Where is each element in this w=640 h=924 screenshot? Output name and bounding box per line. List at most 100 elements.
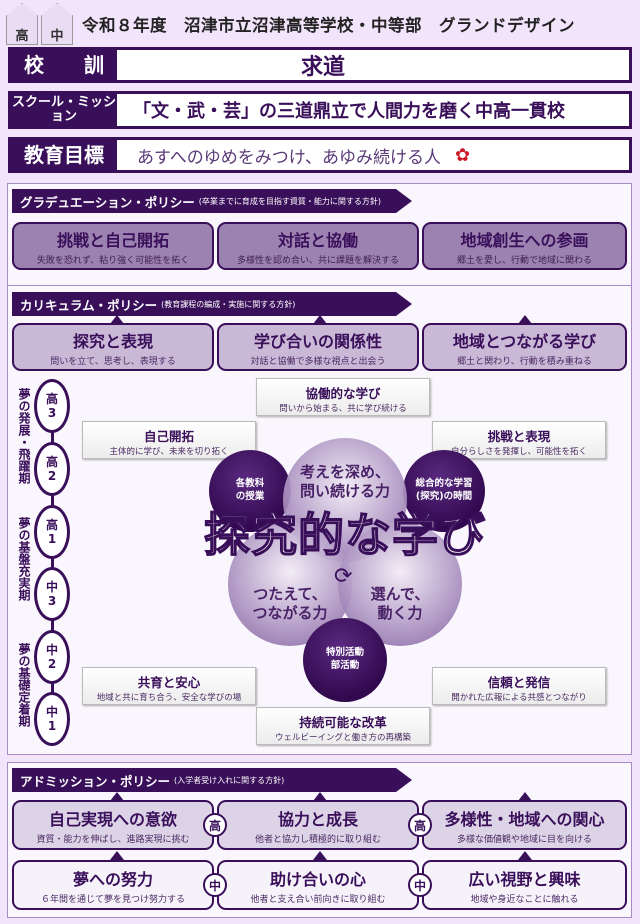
arrow-up-icon bbox=[110, 792, 124, 801]
goal-row: 教育目標 あすへのゆめをみつけ、あゆみ続ける人 ✿ bbox=[8, 137, 632, 173]
arrow-up-icon bbox=[313, 792, 327, 801]
box-title: 挑戦と表現 bbox=[487, 429, 551, 444]
card-sub: 対話と協働で多様な視点と出会う bbox=[250, 356, 386, 367]
banner-title: カリキュラム・ポリシー bbox=[20, 297, 158, 313]
junior-school-tag: 中 bbox=[203, 873, 227, 897]
circle-integrated-study: 総合的な学習 (探究)の時間 bbox=[403, 450, 485, 532]
grade-oval: 高 2 bbox=[34, 442, 70, 496]
box-co-education: 共育と安心地域と共に育ち合う、安全な学びの場 bbox=[82, 667, 256, 705]
admission-high-card: 協力と成長他者と協力し積極的に取り組む bbox=[217, 800, 419, 850]
card-sub: 多様な価値観や地域に目を向ける bbox=[456, 834, 592, 845]
box-title: 自己開拓 bbox=[143, 429, 194, 444]
card-title: 地域創生への参画 bbox=[460, 230, 589, 250]
card-sub: 問いを立て、思考し、表現する bbox=[50, 356, 176, 367]
arrow-up-icon bbox=[313, 851, 327, 860]
admission-junior-card: 助け合いの心他者と支え合い前向きに取り組む bbox=[217, 860, 419, 910]
arrow-up-icon bbox=[110, 851, 124, 860]
box-sub: 開かれた広報による共感とつながり bbox=[451, 693, 587, 703]
box-sub: 問いから始まる、共に学び続ける bbox=[279, 404, 407, 414]
grade-oval: 中 1 bbox=[34, 692, 70, 746]
timeline-line bbox=[51, 400, 54, 730]
logo-label: 中 bbox=[50, 29, 64, 44]
card-title: 対話と協働 bbox=[277, 230, 358, 250]
banner-note: (入学者受け入れに関する方針) bbox=[174, 775, 285, 785]
grade-oval: 高 1 bbox=[34, 505, 70, 559]
card-sub: ６年間を通じて夢を見つけ努力する bbox=[40, 894, 185, 905]
mission-row: スクール・ミッション 「文・武・芸」の三道鼎立で人間力を磨く中高一貫校 bbox=[8, 91, 632, 129]
banner-title: アドミッション・ポリシー bbox=[20, 773, 171, 789]
card-sub: 地域や身近なことに触れる bbox=[470, 894, 579, 905]
card-title: 地域とつながる学び bbox=[452, 331, 597, 351]
grade-oval: 中 3 bbox=[34, 567, 70, 621]
circle-subjects: 各教科 の授業 bbox=[209, 450, 291, 532]
admission-junior-card: 広い視野と興味地域や身近なことに触れる bbox=[422, 860, 627, 910]
admission-junior-card: 夢への努力 ６年間を通じて夢を見つけ努力する bbox=[12, 860, 214, 910]
box-title: 協働的な学び bbox=[305, 386, 381, 401]
card-title: 自己実現への意欲 bbox=[48, 809, 177, 829]
mission-label: スクール・ミッション bbox=[11, 94, 116, 124]
arrow-up-icon bbox=[518, 851, 532, 860]
card-sub: 失敗を恐れず、粘り強く可能性を拓く bbox=[36, 255, 190, 266]
grade-oval: 中 2 bbox=[34, 630, 70, 684]
banner-note: (教育課程の編成・実施に関する方針) bbox=[161, 299, 296, 309]
card-sub: 他者と支え合い前向きに取り組む bbox=[250, 894, 386, 905]
box-sub: ウェルビーイングと働き方の再構築 bbox=[274, 733, 411, 743]
card-title: 助け合いの心 bbox=[269, 869, 366, 889]
admission-policy-banner: アドミッション・ポリシー(入学者受け入れに関する方針) bbox=[12, 768, 412, 792]
graduation-card: 対話と協働多様性を認め合い、共に課題を解決する bbox=[217, 222, 419, 270]
stage-label: 夢の発展・飛躍期 bbox=[17, 388, 31, 484]
curriculum-card: 地域とつながる学び郷土と関わり、行動を積み重ねる bbox=[422, 323, 627, 371]
arrow-up-icon bbox=[110, 315, 124, 324]
card-sub: 郷土と関わり、行動を積み重ねる bbox=[457, 356, 592, 367]
arrow-up-icon bbox=[313, 315, 327, 324]
box-sub: 自分らしさを発揮し、可能性を拓く bbox=[450, 447, 587, 457]
card-sub: 他者と協力し積極的に取り組む bbox=[254, 834, 381, 845]
admission-high-card: 多様性・地域への関心多様な価値観や地域に目を向ける bbox=[422, 800, 627, 850]
motto-row: 校 訓 求道 bbox=[8, 47, 632, 83]
high-school-tag: 高 bbox=[408, 813, 432, 837]
card-title: 学び合いの関係性 bbox=[253, 331, 382, 351]
box-title: 信頼と発信 bbox=[487, 675, 551, 690]
box-sub: 地域と共に育ち合う、安全な学びの場 bbox=[96, 693, 242, 703]
card-title: 夢への努力 bbox=[72, 869, 153, 889]
mission-value: 「文・武・芸」の三道鼎立で人間力を磨く中高一貫校 bbox=[117, 94, 629, 126]
card-title: 協力と成長 bbox=[277, 809, 358, 829]
box-title: 共育と安心 bbox=[137, 675, 201, 690]
curriculum-card: 探究と表現問いを立て、思考し、表現する bbox=[12, 323, 214, 371]
box-trust-communication: 信頼と発信開かれた広報による共感とつながり bbox=[432, 667, 606, 705]
card-sub: 多様性を認め合い、共に課題を解決する bbox=[236, 255, 399, 266]
stage-label: 夢の基礎定着期 bbox=[17, 643, 31, 727]
card-sub: 郷土を愛し、行動で地域に関わる bbox=[456, 255, 592, 266]
card-title: 多様性・地域への関心 bbox=[444, 809, 605, 829]
box-challenge-expression: 挑戦と表現自分らしさを発揮し、可能性を拓く bbox=[432, 421, 606, 459]
goal-value: あすへのゆめをみつけ、あゆみ続ける人 bbox=[137, 147, 441, 168]
cycle-arrows-icon: ⟳ bbox=[334, 564, 353, 589]
inquiry-learning-title: 探究的な学び bbox=[203, 508, 486, 562]
box-self-development: 自己開拓主体的に学び、未来を切り拓く bbox=[82, 421, 256, 459]
card-title: 挑戦と自己開拓 bbox=[56, 230, 169, 250]
curriculum-policy-banner: カリキュラム・ポリシー(教育課程の編成・実施に関する方針) bbox=[12, 292, 412, 316]
box-sustainable-reform: 持続可能な改革ウェルビーイングと働き方の再構築 bbox=[256, 707, 430, 745]
flower-icon: ✿ bbox=[454, 144, 471, 166]
high-school-tag: 高 bbox=[203, 813, 227, 837]
logo-label: 高 bbox=[15, 29, 29, 44]
card-title: 広い視野と興味 bbox=[468, 869, 581, 889]
banner-note: (卒業までに育成を目指す資質・能力に関する方針) bbox=[198, 196, 382, 206]
school-logo-high: 高 bbox=[6, 3, 38, 45]
banner-title: グラデュエーション・ポリシー bbox=[20, 194, 195, 210]
junior-school-tag: 中 bbox=[408, 873, 432, 897]
card-sub: 資質・能力を伸ばし、進路実現に挑む bbox=[36, 834, 190, 845]
motto-value: 求道 bbox=[117, 50, 629, 80]
graduation-policy-banner: グラデュエーション・ポリシー(卒業までに育成を目指す資質・能力に関する方針) bbox=[12, 189, 412, 213]
goal-label: 教育目標 bbox=[24, 143, 104, 167]
circle-special-activities: 特別活動 部活動 bbox=[303, 618, 387, 702]
arrow-up-icon bbox=[518, 792, 532, 801]
motto-label: 校 訓 bbox=[24, 53, 104, 77]
page-title: 令和８年度 沼津市立沼津高等学校・中等部 グランドデザイン bbox=[82, 16, 575, 35]
curriculum-card: 学び合いの関係性対話と協働で多様な視点と出会う bbox=[217, 323, 419, 371]
stage-label: 夢の基盤充実期 bbox=[17, 517, 31, 601]
arrow-up-icon bbox=[518, 315, 532, 324]
box-collaborative-learning: 協働的な学び問いから始まる、共に学び続ける bbox=[256, 378, 430, 416]
school-logo-junior: 中 bbox=[41, 3, 73, 45]
admission-high-card: 自己実現への意欲資質・能力を伸ばし、進路実現に挑む bbox=[12, 800, 214, 850]
